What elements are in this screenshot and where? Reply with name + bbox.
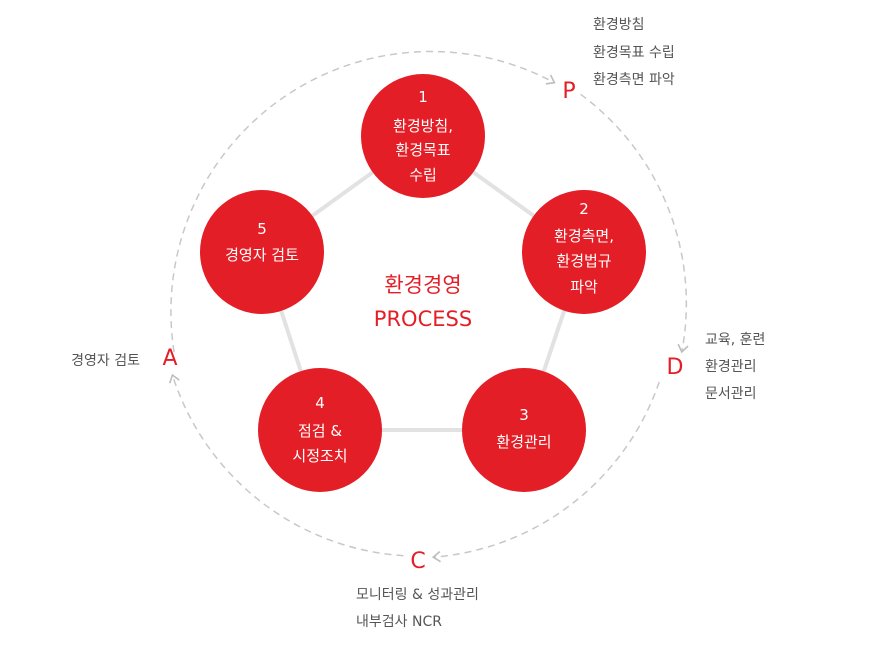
node-5-circle xyxy=(200,190,324,314)
process-node-5: 5 경영자 검토 xyxy=(200,190,324,314)
d-note-2: 환경관리 xyxy=(705,359,757,375)
node-1-line-2: 환경목표 xyxy=(395,141,450,159)
node-2-line-1: 환경측면, xyxy=(554,227,614,245)
pdca-letter-p: P xyxy=(562,79,575,104)
node-3-number: 3 xyxy=(519,406,529,424)
node-1-line-3: 수립 xyxy=(409,166,437,184)
cycle-arc-d-to-c xyxy=(431,381,660,563)
pdca-letter-c: C xyxy=(410,549,425,574)
node-1-number: 1 xyxy=(418,88,428,106)
node-3-circle xyxy=(462,368,586,492)
pdca-cycle-arcs xyxy=(168,50,689,563)
cycle-arc-c-to-a xyxy=(168,373,404,557)
d-notes: 교육, 훈련 환경관리 문서관리 xyxy=(705,332,765,402)
center-subtitle: PROCESS xyxy=(374,307,472,331)
node-3-line-1: 환경관리 xyxy=(496,433,551,451)
node-1-circle xyxy=(361,74,485,198)
center-label: 환경경영 PROCESS xyxy=(374,273,472,331)
node-4-line-2: 시정조치 xyxy=(292,447,347,465)
node-5-number: 5 xyxy=(257,220,267,238)
d-note-1: 교육, 훈련 xyxy=(705,332,765,348)
node-4-circle xyxy=(258,368,382,492)
node-2-line-3: 파악 xyxy=(570,278,598,296)
process-node-1: 1 환경방침, 환경목표 수립 xyxy=(361,74,485,198)
node-4-line-1: 점검 & xyxy=(298,422,342,440)
p-note-2: 환경목표 수립 xyxy=(593,45,675,61)
p-note-3: 환경측면 파악 xyxy=(593,72,675,88)
d-note-3: 문서관리 xyxy=(705,386,757,402)
node-4-number: 4 xyxy=(315,394,325,412)
node-5-line-1: 경영자 검토 xyxy=(225,246,299,264)
node-2-line-2: 환경법규 xyxy=(556,252,611,270)
cycle-arc-p-to-d xyxy=(580,93,689,354)
pdca-letter-a: A xyxy=(162,346,177,371)
a-notes: 경영자 검토 xyxy=(71,353,140,369)
c-note-1: 모니터링 & 성과관리 xyxy=(356,587,479,603)
p-notes: 환경방침 환경목표 수립 환경측면 파악 xyxy=(593,17,675,88)
p-note-1: 환경방침 xyxy=(593,17,645,33)
a-note-1: 경영자 검토 xyxy=(71,353,140,369)
process-node-4: 4 점검 & 시정조치 xyxy=(258,368,382,492)
pdca-letter-d: D xyxy=(667,355,684,380)
cycle-arc-a-to-p xyxy=(170,50,556,353)
node-2-circle xyxy=(522,190,646,314)
center-title: 환경경영 xyxy=(384,273,461,297)
process-node-2: 2 환경측면, 환경법규 파악 xyxy=(522,190,646,314)
node-2-number: 2 xyxy=(579,200,589,218)
c-notes: 모니터링 & 성과관리 내부검사 NCR xyxy=(356,587,479,630)
process-node-3: 3 환경관리 xyxy=(462,368,586,492)
c-note-2: 내부검사 NCR xyxy=(356,614,442,630)
node-1-line-1: 환경방침, xyxy=(393,117,453,135)
